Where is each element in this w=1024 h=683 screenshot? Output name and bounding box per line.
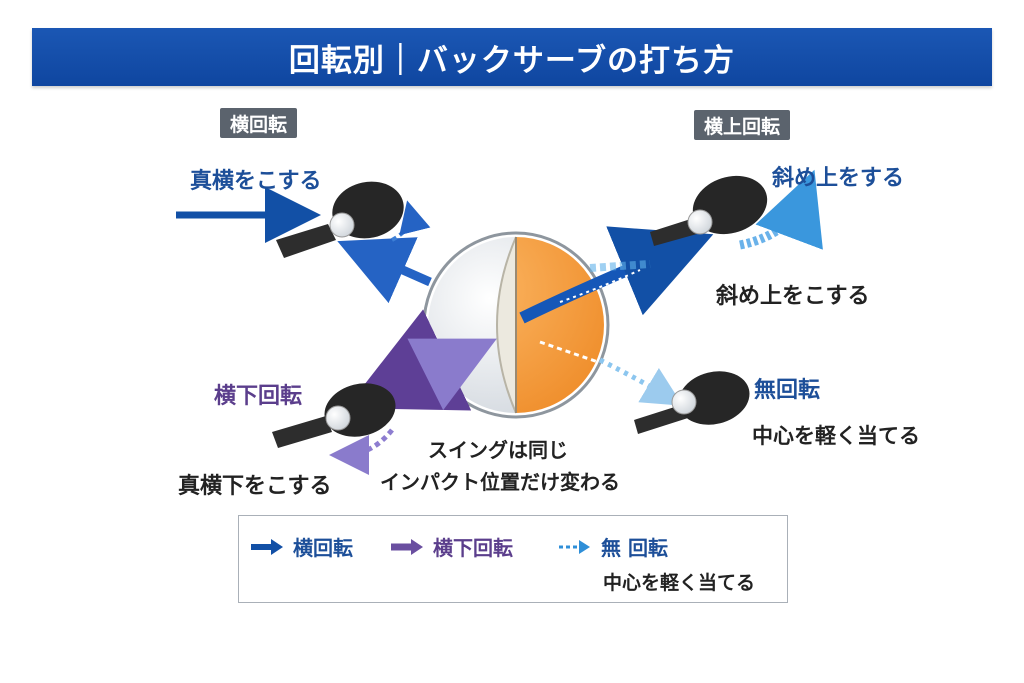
paddle-icon	[650, 175, 768, 246]
paddle-icon	[276, 181, 404, 258]
side-up-spin-arrow	[519, 226, 714, 324]
label-no-spin-desc: 中心を軽く当てる	[752, 424, 920, 448]
arrow-icon	[251, 538, 283, 555]
label-side-down-spin: 横下回転	[214, 384, 303, 409]
page-title-banner: 回転別｜バックサーブの打ち方	[32, 28, 992, 86]
ball-icon	[422, 231, 610, 419]
label-no-spin: 無回転	[754, 378, 821, 403]
side-spin-arrow	[337, 237, 432, 304]
spin-curl-arrow	[391, 200, 431, 242]
paddle-icon	[634, 371, 750, 434]
no-spin-arrow	[598, 357, 683, 406]
center-note-line2: インパクト位置だけ変わる	[380, 470, 620, 494]
page-title: 回転別｜バックサーブの打ち方	[288, 42, 736, 79]
legend-item-no-spin: 無 回転	[557, 532, 668, 561]
arrow-icon	[391, 538, 423, 555]
tag-side-up-spin: 横上回転	[694, 110, 791, 140]
label-side-rub: 真横をこする	[190, 169, 322, 194]
tag-side-spin: 横回転	[220, 108, 298, 138]
legend-item-side-down-spin: 横下回転	[389, 532, 513, 561]
label-diag-up-upper: 斜め上をする	[772, 166, 905, 191]
paddle-icon	[272, 383, 396, 448]
arrow-icon	[559, 539, 590, 554]
spin-curl-arrow	[329, 428, 394, 475]
center-note-line1: スイングは同じ	[428, 438, 568, 462]
label-diag-up-lower: 斜め上をこする	[716, 284, 870, 309]
legend-note: 中心を軽く当てる	[603, 572, 756, 594]
legend-item-side-spin: 横回転	[249, 532, 353, 561]
legend: 横回転 横下回転 無 回転 中心を軽く当てる	[238, 515, 788, 603]
spin-curl-arrow	[739, 169, 823, 250]
label-side-down-rub: 真横下をこする	[178, 474, 332, 499]
